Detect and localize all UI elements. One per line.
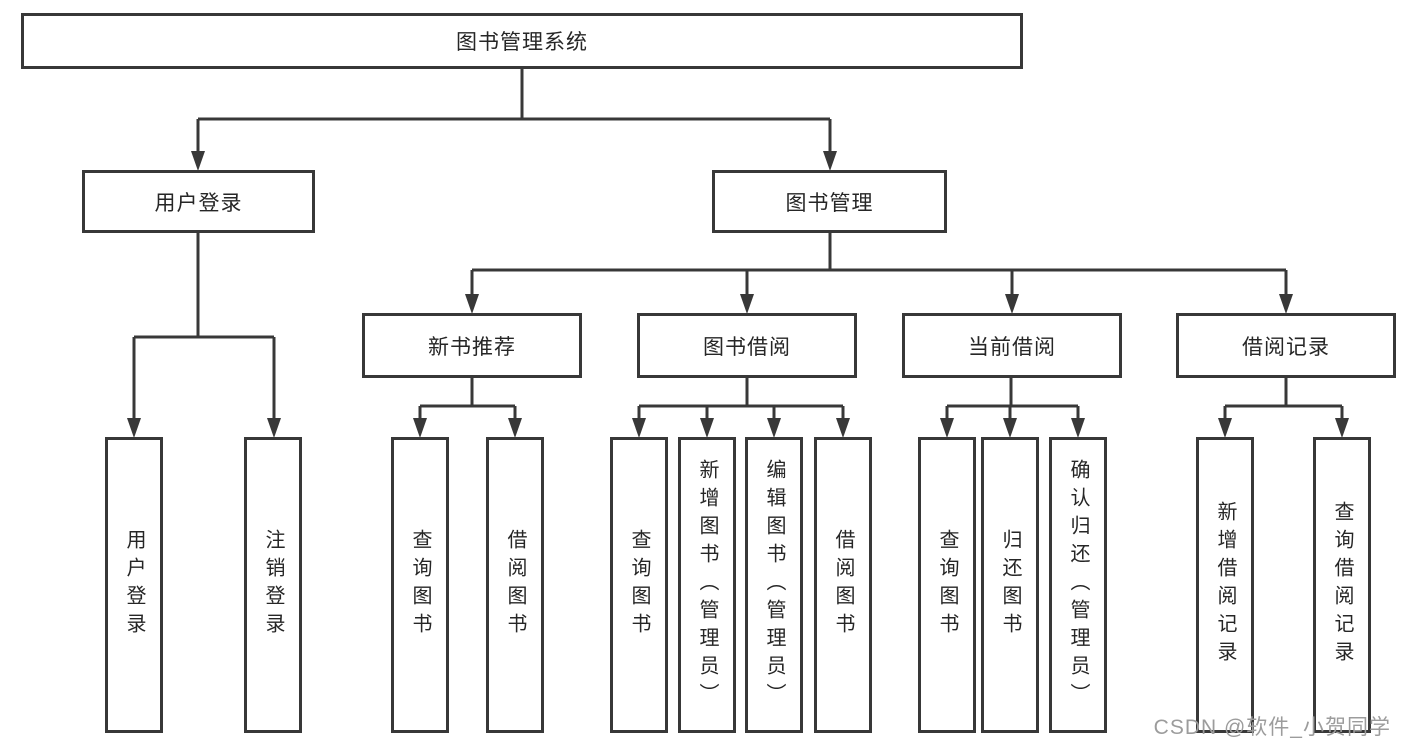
connector-borrow-records-children [1218, 378, 1349, 438]
leaf-query-book-current: 查询图书 [918, 437, 976, 733]
node-user-login: 用户登录 [82, 170, 315, 233]
connector-user-login-children [127, 233, 281, 438]
node-book-borrow: 图书借阅 [637, 313, 857, 378]
leaf-edit-book-admin: 编辑图书（管理员） [745, 437, 803, 733]
connector-book-borrow-children [632, 378, 850, 438]
node-root: 图书管理系统 [21, 13, 1023, 69]
connector-current-borrow-children [940, 378, 1085, 438]
node-book-management: 图书管理 [712, 170, 947, 233]
watermark: CSDN @软件_小贺同学 [1153, 716, 1391, 739]
connector-book-management-children [465, 233, 1293, 314]
leaf-add-book-admin: 新增图书（管理员） [678, 437, 736, 733]
leaf-confirm-return-admin: 确认归还（管理员） [1049, 437, 1107, 733]
leaf-logout: 注销登录 [244, 437, 302, 733]
leaf-borrow-book-recommend: 借阅图书 [486, 437, 544, 733]
leaf-query-book-recommend: 查询图书 [391, 437, 449, 733]
connector-new-book-children [413, 378, 522, 438]
leaf-add-borrow-record: 新增借阅记录 [1196, 437, 1254, 733]
leaf-query-book-borrow: 查询图书 [610, 437, 668, 733]
leaf-query-borrow-record: 查询借阅记录 [1313, 437, 1371, 733]
node-current-borrow: 当前借阅 [902, 313, 1122, 378]
leaf-return-book: 归还图书 [981, 437, 1039, 733]
leaf-borrow-book: 借阅图书 [814, 437, 872, 733]
leaf-user-login: 用户登录 [105, 437, 163, 733]
connector-root-to-level2 [191, 68, 837, 171]
node-borrow-records: 借阅记录 [1176, 313, 1396, 378]
node-new-book-recommend: 新书推荐 [362, 313, 582, 378]
